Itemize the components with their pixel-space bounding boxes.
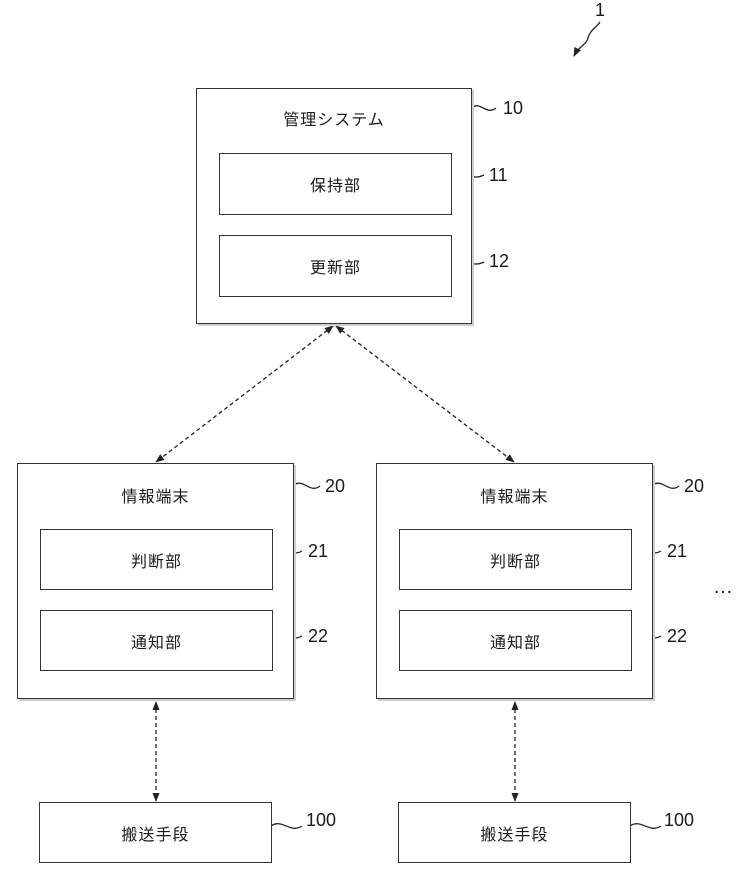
info-terminal-right-box: 情報端末 判断部 通知部 [376, 463, 653, 699]
ref-12: 12 [489, 251, 509, 272]
leader-20-left [294, 483, 320, 488]
management-system-box: 管理システム 保持部 更新部 [196, 88, 472, 324]
ref-20-right: 20 [684, 476, 704, 497]
ref-10: 10 [503, 98, 523, 119]
notification-unit-right-box: 通知部 [399, 610, 632, 671]
ref-100-left: 100 [306, 810, 336, 831]
ref-21-right: 21 [667, 541, 687, 562]
ref-22-left: 22 [308, 626, 328, 647]
notification-unit-left-box: 通知部 [40, 610, 273, 671]
info-terminal-left-box: 情報端末 判断部 通知部 [17, 463, 294, 699]
ref-20-left: 20 [325, 476, 345, 497]
system-ref-leader [574, 22, 600, 56]
leader-100-right [630, 824, 661, 829]
leader-20-right [653, 483, 679, 488]
system-ref-label: 1 [595, 0, 605, 21]
judgment-unit-right-box: 判断部 [399, 529, 632, 590]
ref-21-left: 21 [308, 541, 328, 562]
leader-100-left [271, 824, 302, 829]
info-terminal-right-title: 情報端末 [377, 483, 652, 507]
ref-100-right: 100 [664, 810, 694, 831]
update-unit-box: 更新部 [219, 235, 452, 297]
management-system-title: 管理システム [197, 106, 471, 130]
transport-right-box: 搬送手段 [398, 802, 631, 863]
more-terminals-ellipsis: … [713, 576, 733, 599]
holding-unit-box: 保持部 [219, 153, 452, 215]
leader-10 [472, 106, 496, 111]
ref-22-right: 22 [667, 626, 687, 647]
ref-11: 11 [489, 165, 508, 186]
judgment-unit-left-box: 判断部 [40, 529, 273, 590]
info-terminal-left-title: 情報端末 [18, 483, 293, 507]
transport-left-box: 搬送手段 [39, 802, 272, 863]
link-terminal-right [336, 326, 514, 462]
link-terminal-left [156, 326, 333, 462]
